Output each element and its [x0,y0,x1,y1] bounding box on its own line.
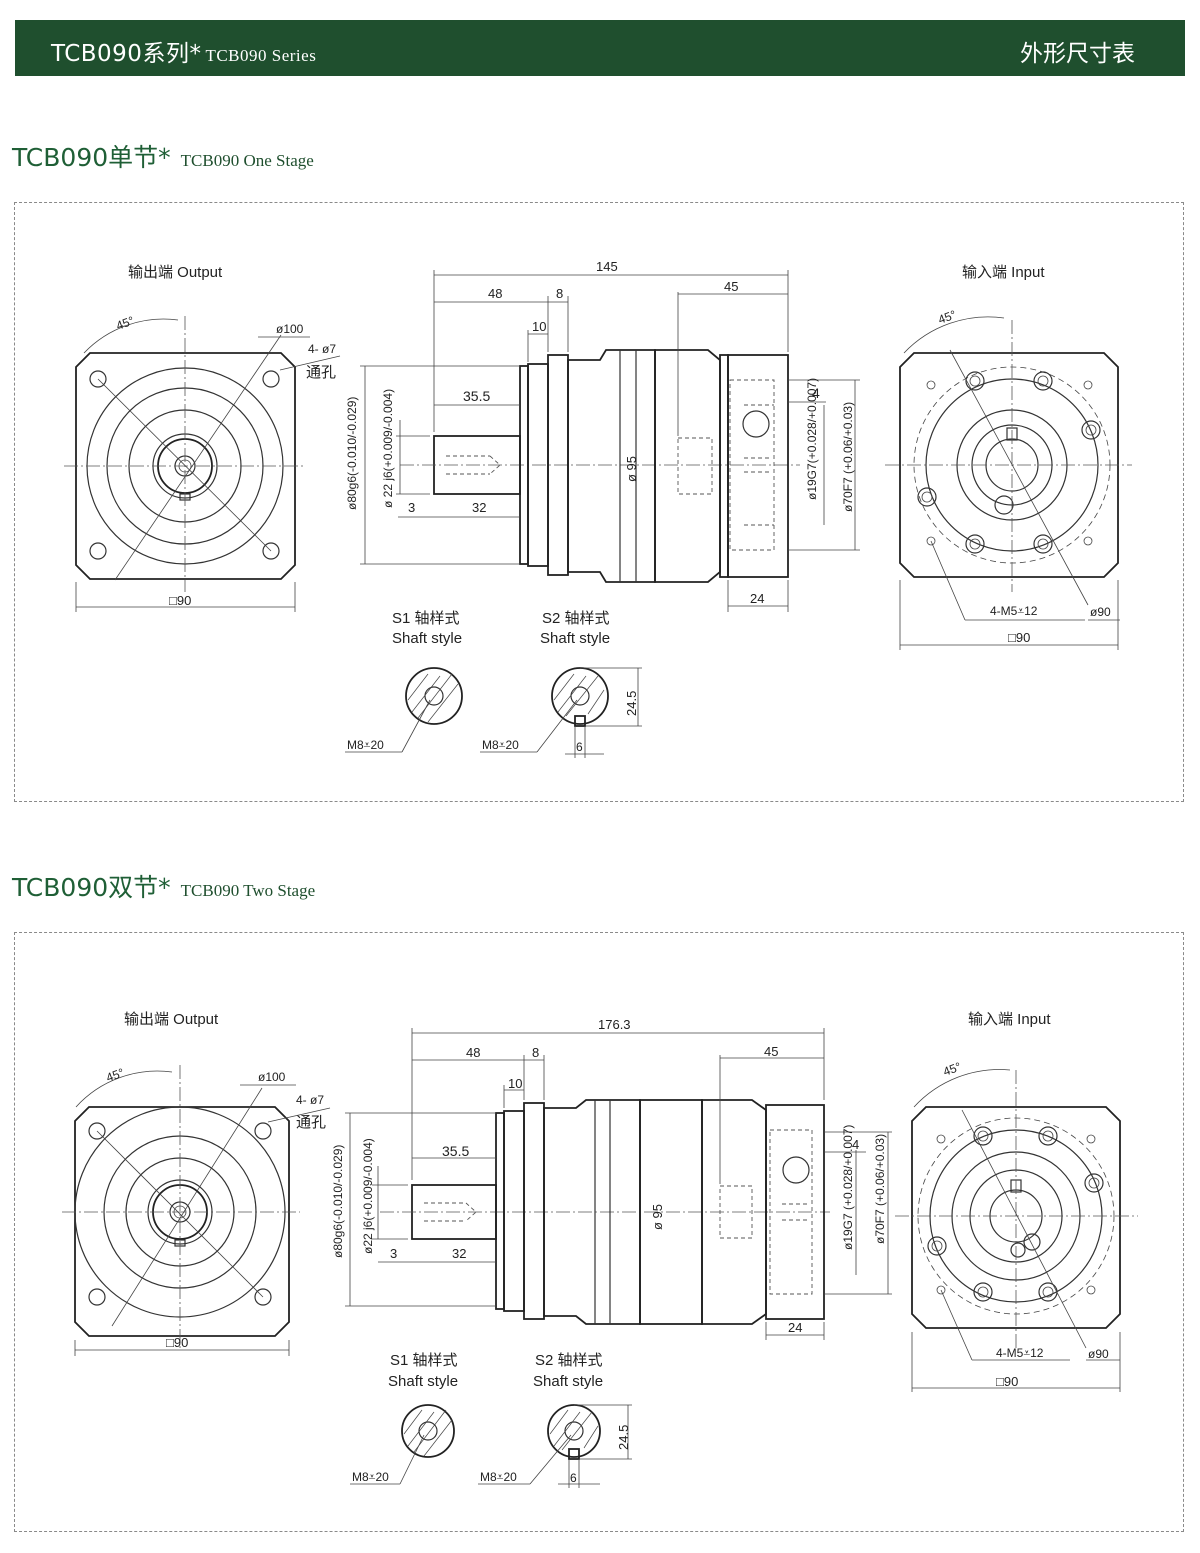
svg-text:ø100: ø100 [258,1070,286,1084]
svg-text:48: 48 [488,286,502,301]
svg-text:45°: 45° [941,1059,963,1078]
table-title: 外形尺寸表 [1020,41,1135,67]
svg-text:S2 轴样式: S2 轴样式 [535,1352,603,1369]
svg-text:4-M5⩡12: 4-M5⩡12 [990,604,1038,618]
svg-text:32: 32 [472,500,486,515]
side-view-2: 176.3 48 8 10 45 35.5 3 32 4 24 ø80g6(-0… [331,1017,892,1340]
side-view: 145 48 8 10 45 35.5 3 32 4 24 ø80g6(-0.0… [345,259,860,612]
svg-text:24: 24 [788,1320,802,1335]
svg-text:4-M5⩡12: 4-M5⩡12 [996,1346,1044,1360]
svg-text:ø80g6(-0.010/-0.029): ø80g6(-0.010/-0.029) [331,1145,345,1258]
svg-text:145: 145 [596,259,618,274]
svg-text:176.3: 176.3 [598,1017,631,1032]
two-stage-title: TCB090双节*TCB090 Two Stage [12,873,316,902]
svg-text:Shaft style: Shaft style [540,630,610,647]
svg-text:4: 4 [852,1137,859,1152]
input-view-2: 输入端 Input 45° 4-M5⩡12 ø90 □90 [895,1011,1138,1392]
mount-hole [262,370,280,388]
svg-text:6: 6 [570,1471,577,1485]
svg-text:3: 3 [408,500,415,515]
svg-text:ø19G7(+0.028/+0.007): ø19G7(+0.028/+0.007) [805,378,819,500]
svg-text:S1 轴样式: S1 轴样式 [390,1352,458,1369]
svg-text:□90: □90 [996,1374,1018,1389]
svg-text:ø22 j6(+0.009/-0.004): ø22 j6(+0.009/-0.004) [361,1138,375,1254]
svg-text:8: 8 [556,286,563,301]
svg-text:45: 45 [724,279,738,294]
svg-text:45°: 45° [936,307,958,326]
output-flange-square [75,352,296,580]
output-view: 输出端 Output 45° ø100 4- ø7 通孔 □90 [64,264,341,612]
mount-hole [262,542,280,560]
two-stage-frame [14,932,1184,1532]
svg-text:35.5: 35.5 [463,388,490,404]
svg-text:24.5: 24.5 [624,691,639,716]
svg-text:□90: □90 [169,593,191,608]
svg-text:35.5: 35.5 [442,1143,469,1159]
svg-text:M8⩡20: M8⩡20 [347,738,384,752]
svg-text:10: 10 [508,1076,522,1091]
svg-text:45: 45 [764,1044,778,1059]
shaft-styles: S1 轴样式 Shaft style S2 轴样式 Shaft style 24… [345,610,642,758]
svg-text:ø80g6(-0.010/-0.029): ø80g6(-0.010/-0.029) [345,397,359,510]
svg-text:ø19G7 (+0.028/+0.007): ø19G7 (+0.028/+0.007) [841,1125,855,1250]
shaft-styles-2: S1 轴样式 Shaft style S2 轴样式 Shaft style 24… [350,1352,632,1488]
svg-text:ø90: ø90 [1090,605,1111,619]
one-stage-frame [14,202,1184,802]
svg-text:32: 32 [452,1246,466,1261]
svg-text:Shaft style: Shaft style [392,630,462,647]
svg-text:4- ø7: 4- ø7 [308,342,336,356]
svg-text:输出端 Output: 输出端 Output [124,1011,219,1028]
svg-text:M8⩡20: M8⩡20 [482,738,519,752]
svg-text:Shaft style: Shaft style [388,1373,458,1390]
svg-text:ø90: ø90 [1088,1347,1109,1361]
svg-text:6: 6 [576,740,583,754]
svg-text:输入端 Input: 输入端 Input [968,1011,1051,1028]
mount-hole [89,542,107,560]
mount-hole [89,370,107,388]
svg-text:4- ø7: 4- ø7 [296,1093,324,1107]
svg-text:□90: □90 [1008,630,1030,645]
svg-text:输入端 Input: 输入端 Input [962,264,1045,281]
output-label: 输出端 Output [128,264,223,281]
svg-text:ø 22 j6(+0.009/-0.004): ø 22 j6(+0.009/-0.004) [381,389,395,508]
svg-text:ø 95: ø 95 [624,456,639,482]
svg-text:通孔: 通孔 [296,1114,326,1131]
svg-text:3: 3 [390,1246,397,1261]
svg-text:ø100: ø100 [276,322,304,336]
svg-text:45°: 45° [114,313,136,332]
output-view-2: 输出端 Output 45° ø100 4- ø7 通孔 □90 [62,1011,331,1356]
svg-text:□90: □90 [166,1335,188,1350]
header-banner: TCB090系列*TCB090 Series 外形尺寸表 [15,20,1185,76]
svg-text:24: 24 [750,591,764,606]
svg-text:ø 95: ø 95 [650,1204,665,1230]
svg-text:M8⩡20: M8⩡20 [352,1470,389,1484]
svg-text:24.5: 24.5 [616,1425,631,1450]
svg-text:通孔: 通孔 [306,364,336,381]
one-stage-title: TCB090单节*TCB090 One Stage [12,143,314,172]
svg-text:48: 48 [466,1045,480,1060]
svg-text:S1 轴样式: S1 轴样式 [392,610,460,627]
svg-text:Shaft style: Shaft style [533,1373,603,1390]
series-title: TCB090系列*TCB090 Series [51,41,317,67]
svg-text:4: 4 [812,385,820,401]
svg-text:45°: 45° [104,1065,126,1084]
svg-text:ø70F7 (+0.06/+0.03): ø70F7 (+0.06/+0.03) [841,402,855,512]
input-view: 输入端 Input 45° 4-M5⩡12 ø90 □90 [885,264,1132,650]
svg-text:M8⩡20: M8⩡20 [480,1470,517,1484]
svg-text:ø70F7 (+0.06/+0.03): ø70F7 (+0.06/+0.03) [873,1134,887,1244]
svg-text:10: 10 [532,319,546,334]
svg-text:8: 8 [532,1045,539,1060]
svg-text:S2 轴样式: S2 轴样式 [542,610,610,627]
